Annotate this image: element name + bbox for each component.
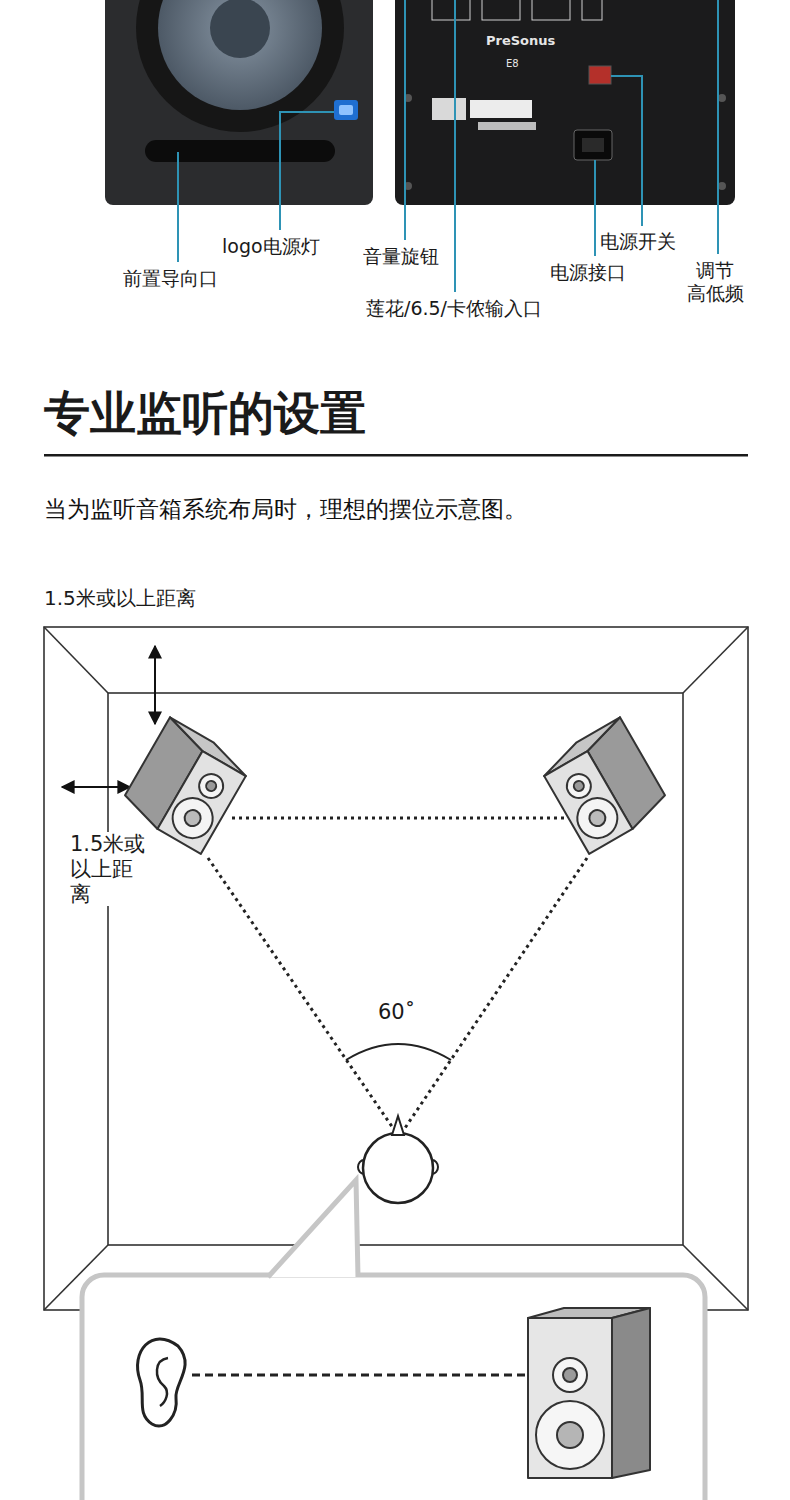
control-panel [582,0,602,20]
leader-line [594,160,596,256]
speaker-face [544,751,632,854]
woofer-cap [182,807,204,829]
listener-ear [358,1160,364,1174]
listener-head [363,1133,433,1203]
distance-note: 1.5米或以上距离 [44,586,196,610]
front-port [145,140,335,162]
woofer [536,1401,604,1469]
control-panel [432,0,470,20]
speaker-side [612,1308,650,1478]
subtitle: 当为监听音箱系统布局时，理想的摆位示意图。 [44,496,527,524]
room-outer [44,627,748,1310]
control-panel [532,0,570,20]
speaker-face [528,1318,612,1478]
leader-line [611,76,642,226]
screw [718,94,726,102]
part-label: 电源开关 [600,230,676,253]
tweeter [195,770,228,803]
warning-sticker [470,100,532,118]
woofer-cap [557,1422,583,1448]
logo-light-glow [339,105,353,115]
listener-nose [392,1116,404,1135]
part-label: logo电源灯 [222,235,320,258]
woofer-cap [586,807,608,829]
distance-arrow [154,646,156,724]
page-title: 专业监听的设置 [44,386,366,441]
listening-line [405,858,587,1128]
listening-line [208,858,393,1128]
warning-sticker [478,122,536,130]
tweeter-dome [563,1368,577,1382]
woofer-cone [158,0,322,110]
angle-label: 60˚ [378,1000,415,1025]
speaker-back [395,0,735,205]
part-label: 音量旋钮 [363,245,439,268]
power-switch [589,66,611,84]
room-corner [683,627,748,693]
power-socket-pins [582,138,604,152]
angle-arc [346,1044,451,1060]
ear-level-line [192,1374,552,1377]
leader-line [717,0,719,254]
leader-line [177,152,179,262]
tweeter [562,770,595,803]
ear [138,1339,186,1426]
listener-ear [432,1160,438,1174]
speaker-face [158,751,246,854]
listening-line [232,817,565,820]
power-socket [574,130,612,160]
model-print: E8 [506,58,519,69]
control-panel [482,0,520,20]
tweeter [553,1358,587,1392]
logo-light [334,100,358,120]
title-rule [44,454,748,457]
leader-line [454,0,456,292]
distance-arrow [62,786,130,788]
dust-cap [210,0,270,58]
leader-line [280,112,334,230]
zoom-pointer-fill [268,1180,358,1277]
woofer [165,791,220,846]
part-label: 前置导向口 [123,267,218,290]
part-label: 莲花/6.5/卡侬输入口 [366,297,542,320]
screw [718,182,726,190]
tweeter-dome [572,779,586,793]
zoom-box [82,1275,705,1500]
zoom-pointer [268,1180,358,1277]
warning-sticker [432,98,466,120]
leader-line [404,0,406,240]
distance-note: 1.5米或 以上距 离 [70,832,154,906]
ear-inner [157,1358,168,1406]
brand-print: PreSonus [486,34,555,48]
room-inner [108,693,683,1245]
part-label: 电源接口 [550,261,626,284]
part-label: 调节 高低频 [680,259,750,305]
room-corner [44,627,108,693]
tweeter-dome [204,779,218,793]
woofer [570,791,625,846]
